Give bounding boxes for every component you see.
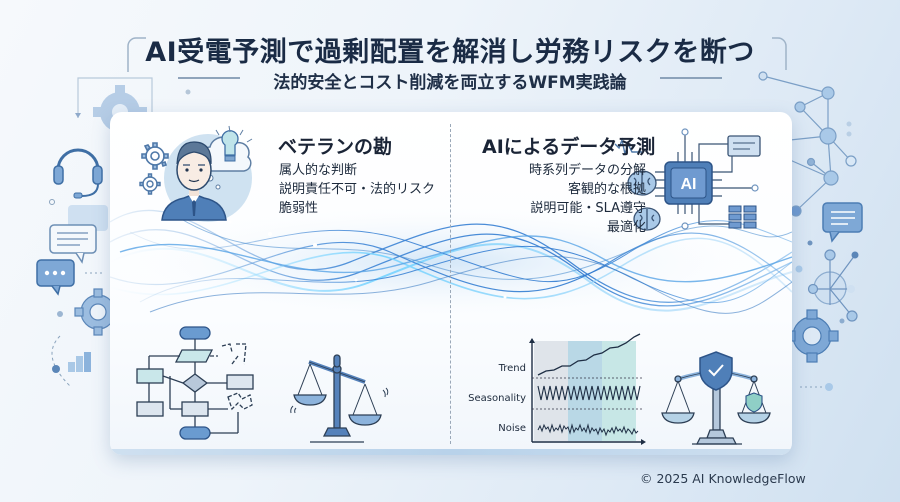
network-graph-icon — [758, 71, 857, 217]
veteran-point: 脆弱性 — [279, 201, 319, 216]
brain-icon — [627, 170, 661, 231]
bar-chart-icon — [68, 352, 91, 372]
veteran-point: 説明責任不可・法的リスク — [279, 182, 436, 197]
gear-icon — [74, 288, 122, 336]
panel-divider — [450, 124, 451, 444]
lightbulb-cloud-icon — [199, 125, 253, 190]
balanced-scale-shield-icon — [661, 351, 771, 445]
ai-prediction-points: 時系列データの分解 客観的な根拠 説明可能・SLA遵守 最適化 — [482, 161, 646, 237]
card-bottom-strip — [110, 449, 792, 455]
veteran-point: 属人的な判断 — [279, 163, 358, 178]
chart-label-noise: Noise — [498, 423, 526, 434]
ai-chip-icon: AI — [614, 128, 759, 230]
page-subtitle: 法的安全とコスト削減を両立するWFM実践論 — [273, 73, 627, 93]
ai-prediction-heading: AIによるデータ予測 — [482, 136, 656, 158]
chat-dots-icon — [36, 259, 102, 296]
veteran-heading: ベテランの勘 — [278, 136, 393, 158]
ai-point: 最適化 — [606, 220, 646, 235]
seasonality-line — [537, 385, 641, 401]
card-illustrations: AI — [110, 125, 792, 445]
page-title: AI受電予測で過剰配置を解消し労務リスクを断つ — [145, 37, 755, 68]
copyright-footer: © 2025 AI KnowledgeFlow — [640, 471, 806, 486]
veteran-person-icon — [139, 125, 253, 222]
headset-icon — [53, 148, 103, 199]
noise-line — [537, 423, 639, 437]
tangled-flowchart-icon — [136, 326, 254, 440]
gear-icon — [139, 173, 161, 195]
decomposition-chart — [529, 333, 646, 445]
chat-bubble-icon — [49, 205, 108, 264]
chart-label-seasonality: Seasonality — [468, 393, 526, 404]
gear-icon — [785, 309, 839, 363]
document-icon — [727, 135, 761, 157]
veteran-points: 属人的な判断 説明責任不可・法的リスク 脆弱性 — [279, 161, 435, 218]
ai-point: 説明可能・SLA遵守 — [530, 201, 646, 216]
data-wave-graphic — [110, 209, 792, 314]
gear-icon — [141, 142, 169, 170]
ai-point: 客観的な根拠 — [567, 182, 646, 197]
table-icon — [728, 205, 757, 229]
chat-bubble-icon — [822, 202, 863, 243]
chart-label-trend: Trend — [498, 363, 526, 374]
ai-chip-label: AI — [681, 176, 697, 193]
ai-point: 時系列データの分解 — [528, 163, 646, 178]
network-graph-icon — [795, 240, 859, 322]
comparison-card: AI — [110, 112, 792, 455]
trend-line — [537, 333, 641, 376]
unbalanced-scale-icon — [290, 354, 389, 443]
